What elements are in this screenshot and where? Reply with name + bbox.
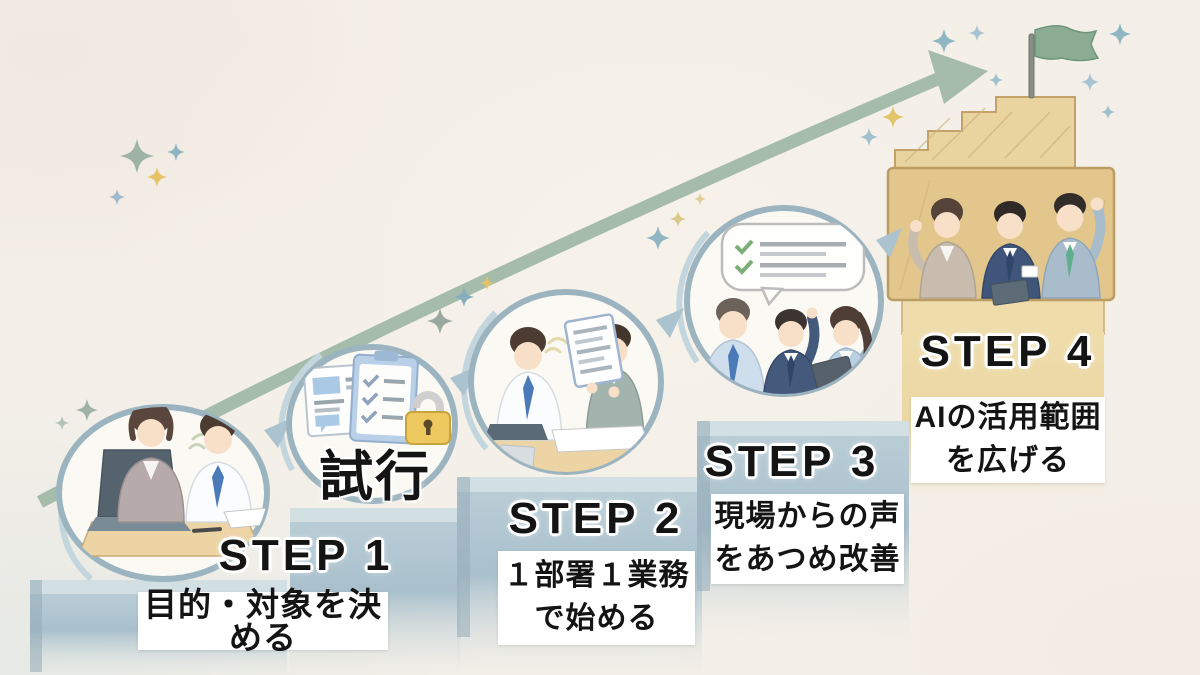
step-1-caption-line: 目的・対象を決める	[144, 586, 382, 656]
checklist-icon	[349, 350, 419, 445]
step-2-caption-line: で始める	[534, 602, 659, 635]
scene-planning	[76, 407, 267, 557]
feedback-bubble-icon	[720, 222, 866, 307]
step-2-caption-line: １部署１業務	[503, 559, 690, 593]
step-3-label: STEP 3	[704, 437, 880, 486]
step-2-caption: １部署１業務 で始める	[498, 551, 695, 645]
step-4-caption-line: を広げる	[946, 444, 1070, 477]
step-4-caption-line: AIの活用範囲	[914, 401, 1102, 435]
scene-trial	[302, 350, 451, 445]
goal-flag-icon	[1028, 25, 1100, 99]
step-1-caption: 目的・対象を決める	[138, 588, 388, 654]
step-3-caption: 現場からの声 をあつめ改善	[711, 494, 904, 584]
step-4-caption: AIの活用範囲 を広げる	[911, 397, 1105, 483]
swirl-connector-arrows	[58, 194, 902, 601]
step-1-label: STEP 1	[218, 531, 394, 580]
summit-stairs	[894, 96, 1076, 169]
step-2-label: STEP 2	[508, 494, 684, 543]
step-4-label: STEP 4	[920, 327, 1096, 376]
step-3-caption-line: 現場からの声	[714, 500, 901, 534]
scene-team-success	[908, 193, 1106, 306]
trial-label: 試行	[319, 447, 431, 507]
lock-icon	[405, 391, 451, 445]
step-3-caption-line: をあつめ改善	[714, 543, 901, 576]
